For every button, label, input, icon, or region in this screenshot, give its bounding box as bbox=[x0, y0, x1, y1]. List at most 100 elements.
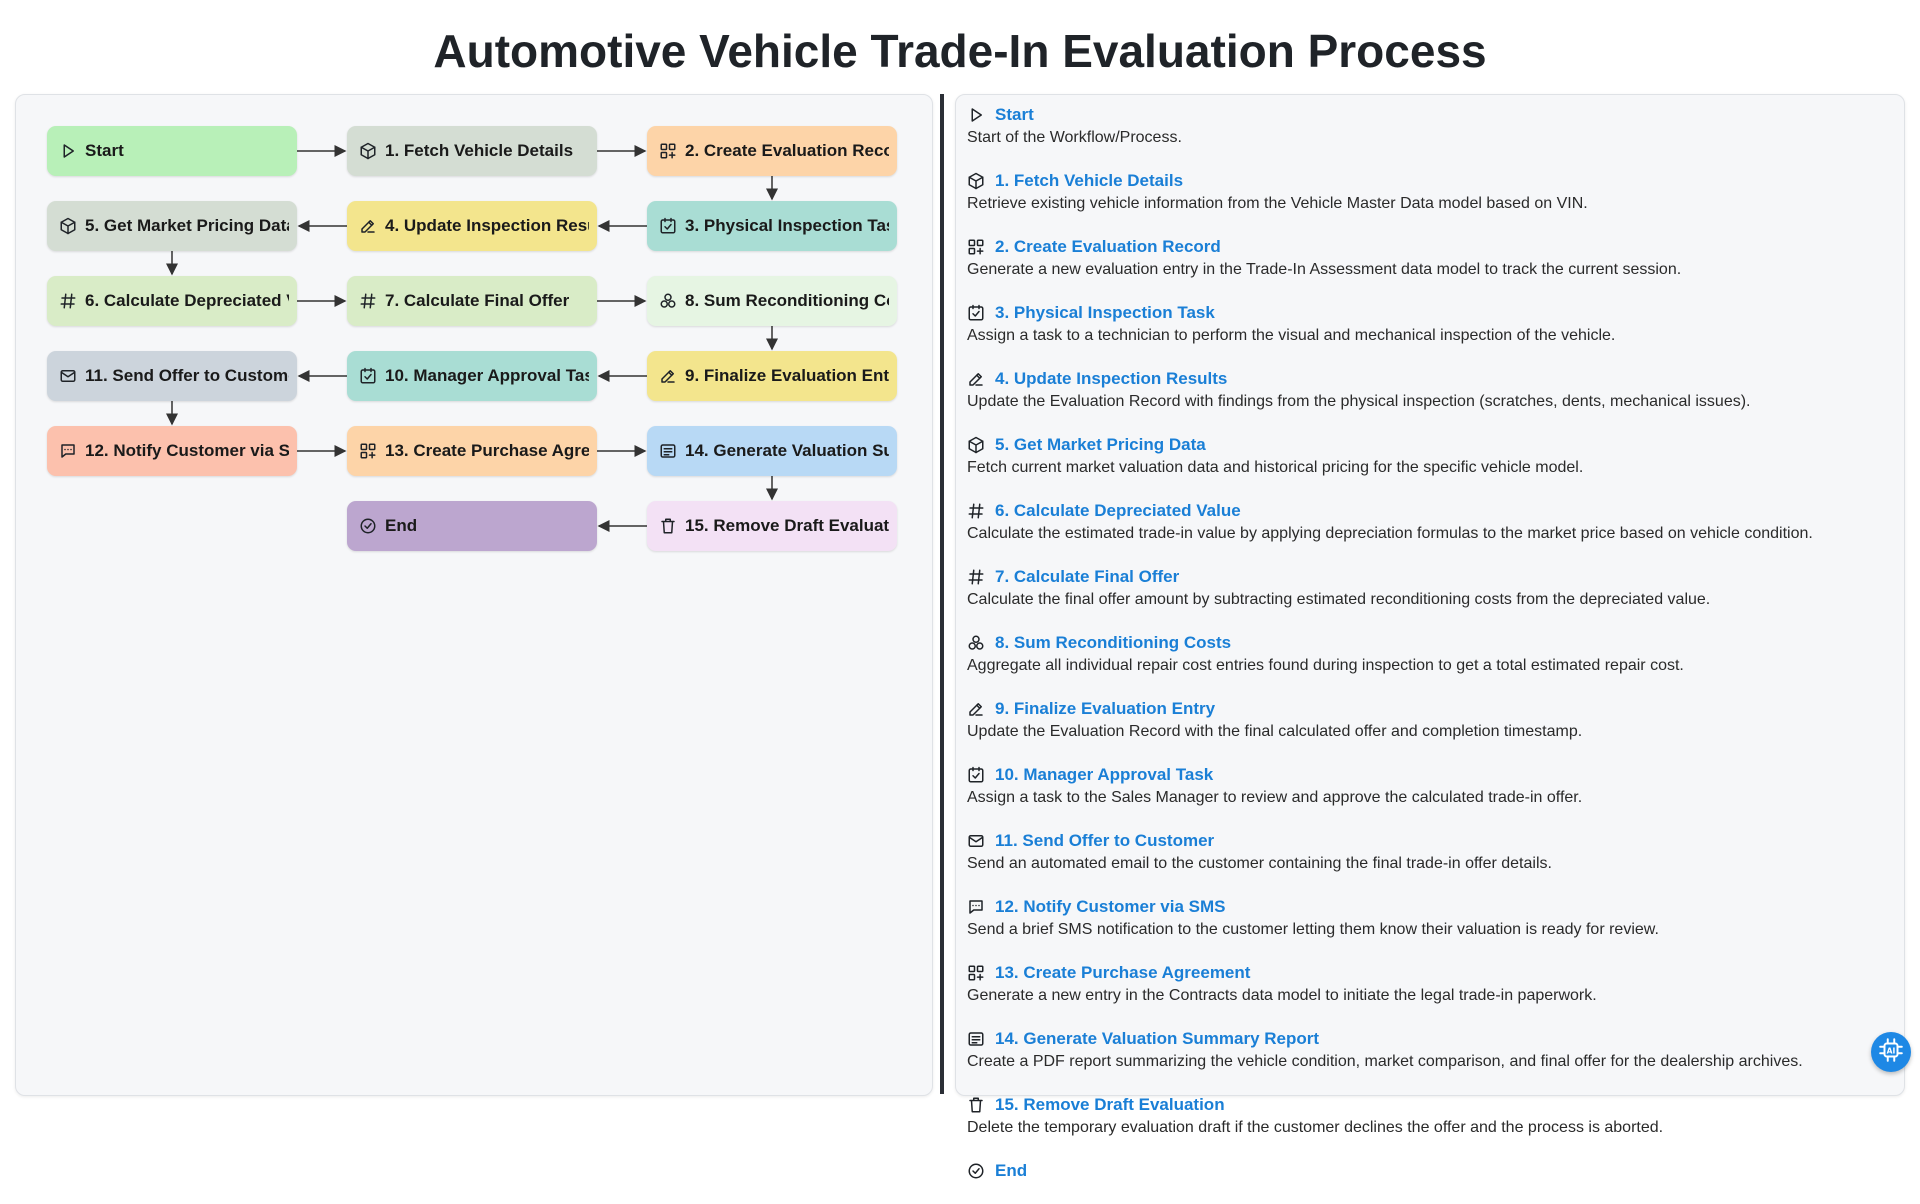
flow-node-n13[interactable]: 13. Create Purchase Agreement bbox=[347, 426, 597, 476]
step-title-link[interactable]: 7. Calculate Final Offer bbox=[995, 567, 1180, 586]
step-title-link[interactable]: 14. Generate Valuation Summary Report bbox=[995, 1029, 1320, 1048]
step-header: 10. Manager Approval Task bbox=[967, 764, 1887, 786]
step-title-link[interactable]: 8. Sum Reconditioning Costs bbox=[995, 633, 1232, 652]
trash-icon bbox=[967, 1096, 985, 1114]
grid-plus-icon bbox=[967, 238, 985, 256]
page-title: Automotive Vehicle Trade-In Evaluation P… bbox=[433, 25, 1487, 77]
step-title-link[interactable]: 15. Remove Draft Evaluation bbox=[995, 1095, 1225, 1114]
step-header: 13. Create Purchase Agreement bbox=[967, 962, 1887, 984]
step-title-link[interactable]: End bbox=[995, 1161, 1028, 1180]
flow-connectors bbox=[166, 145, 778, 532]
step-description: Send a brief SMS notification to the cus… bbox=[967, 921, 1659, 938]
play-icon bbox=[59, 142, 77, 160]
step-description: Start of the Workflow/Process. bbox=[967, 129, 1182, 146]
flow-node-n12[interactable]: 12. Notify Customer via SMS bbox=[47, 426, 297, 476]
flow-node-n15[interactable]: 15. Remove Draft Evaluation bbox=[647, 501, 897, 551]
mail-icon bbox=[967, 832, 985, 850]
chat-icon bbox=[59, 442, 77, 460]
step-header: End bbox=[967, 1160, 1887, 1182]
edit-icon bbox=[659, 367, 677, 385]
step-description: Assign a task to the Sales Manager to re… bbox=[967, 789, 1583, 806]
panel-divider[interactable] bbox=[940, 94, 944, 1094]
flow-node-n6[interactable]: 6. Calculate Depreciated Value bbox=[47, 276, 297, 326]
flow-node-n9[interactable]: 9. Finalize Evaluation Entry bbox=[647, 351, 897, 401]
cluster-icon bbox=[659, 292, 677, 310]
flow-diagram-panel bbox=[15, 94, 933, 1096]
step-description: Generate a new evaluation entry in the T… bbox=[967, 261, 1682, 278]
step-title-link[interactable]: 6. Calculate Depreciated Value bbox=[995, 501, 1241, 520]
flow-node-n3[interactable]: 3. Physical Inspection Task bbox=[647, 201, 897, 251]
step-header: 1. Fetch Vehicle Details bbox=[967, 170, 1887, 192]
chat-icon bbox=[967, 898, 985, 916]
cube-icon bbox=[967, 172, 985, 190]
cube-icon bbox=[967, 436, 985, 454]
step-header: Start bbox=[967, 104, 1887, 126]
step-title-link[interactable]: 3. Physical Inspection Task bbox=[995, 303, 1215, 322]
step-description: Assign a task to a technician to perform… bbox=[967, 327, 1616, 344]
cube-icon bbox=[359, 142, 377, 160]
step-header: 12. Notify Customer via SMS bbox=[967, 896, 1887, 918]
step-item: End bbox=[967, 1160, 1887, 1182]
cluster-icon bbox=[967, 634, 985, 652]
grid-plus-icon bbox=[359, 442, 377, 460]
step-title-link[interactable]: 11. Send Offer to Customer bbox=[995, 831, 1215, 850]
step-title-link[interactable]: 5. Get Market Pricing Data bbox=[995, 435, 1206, 454]
flow-node-n10[interactable]: 10. Manager Approval Task bbox=[347, 351, 597, 401]
check-circle-icon bbox=[967, 1162, 985, 1180]
ai-chip-icon: AI bbox=[1878, 1037, 1904, 1068]
flow-node-label: 2. Create Evaluation Record bbox=[685, 141, 889, 160]
step-title-link[interactable]: 12. Notify Customer via SMS bbox=[995, 897, 1226, 916]
flow-node-n2[interactable]: 2. Create Evaluation Record bbox=[647, 126, 897, 176]
check-circle-icon bbox=[359, 517, 377, 535]
step-title-link[interactable]: 10. Manager Approval Task bbox=[995, 765, 1214, 784]
flow-node-n14[interactable]: 14. Generate Valuation Summary Report bbox=[647, 426, 897, 476]
step-description: Create a PDF report summarizing the vehi… bbox=[967, 1053, 1803, 1070]
flow-node-n1[interactable]: 1. Fetch Vehicle Details bbox=[347, 126, 597, 176]
flow-node-label: 14. Generate Valuation Summary Report bbox=[685, 441, 889, 460]
step-title-link[interactable]: Start bbox=[995, 105, 1034, 124]
step-header: 5. Get Market Pricing Data bbox=[967, 434, 1887, 456]
flow-node-label: 5. Get Market Pricing Data bbox=[85, 216, 289, 235]
flow-node-n4[interactable]: 4. Update Inspection Results bbox=[347, 201, 597, 251]
step-header: 7. Calculate Final Offer bbox=[967, 566, 1887, 588]
flow-node-start[interactable]: Start bbox=[47, 126, 297, 176]
flow-node-n11[interactable]: 11. Send Offer to Customer bbox=[47, 351, 297, 401]
step-title-link[interactable]: 4. Update Inspection Results bbox=[995, 369, 1228, 388]
step-title-link[interactable]: 1. Fetch Vehicle Details bbox=[995, 171, 1184, 190]
report-icon bbox=[967, 1030, 985, 1048]
step-description: Calculate the final offer amount by subt… bbox=[967, 591, 1711, 608]
step-header: 4. Update Inspection Results bbox=[967, 368, 1887, 390]
flow-node-end[interactable]: End bbox=[347, 501, 597, 551]
step-header: 11. Send Offer to Customer bbox=[967, 830, 1887, 852]
flow-node-label: End bbox=[385, 516, 418, 535]
step-title-link[interactable]: 2. Create Evaluation Record bbox=[995, 237, 1221, 256]
step-title-link[interactable]: 13. Create Purchase Agreement bbox=[995, 963, 1251, 982]
step-header: 9. Finalize Evaluation Entry bbox=[967, 698, 1887, 720]
step-description: Retrieve existing vehicle information fr… bbox=[967, 195, 1588, 212]
ai-assistant-button[interactable]: AI bbox=[1871, 1032, 1911, 1072]
flow-node-n8[interactable]: 8. Sum Reconditioning Costs bbox=[647, 276, 897, 326]
flow-node-label: 13. Create Purchase Agreement bbox=[385, 441, 589, 460]
step-title-link[interactable]: 9. Finalize Evaluation Entry bbox=[995, 699, 1216, 718]
flow-node-n7[interactable]: 7. Calculate Final Offer bbox=[347, 276, 597, 326]
step-description: Send an automated email to the customer … bbox=[967, 855, 1552, 872]
flow-node-n5[interactable]: 5. Get Market Pricing Data bbox=[47, 201, 297, 251]
report-icon bbox=[659, 442, 677, 460]
flow-node-label: 12. Notify Customer via SMS bbox=[85, 441, 289, 460]
flow-node-label: 15. Remove Draft Evaluation bbox=[685, 516, 889, 535]
step-details-panel bbox=[955, 94, 1905, 1096]
flow-node-label: 6. Calculate Depreciated Value bbox=[85, 291, 289, 310]
flow-node-label: 10. Manager Approval Task bbox=[385, 366, 589, 385]
flow-node-label: 11. Send Offer to Customer bbox=[85, 366, 289, 385]
